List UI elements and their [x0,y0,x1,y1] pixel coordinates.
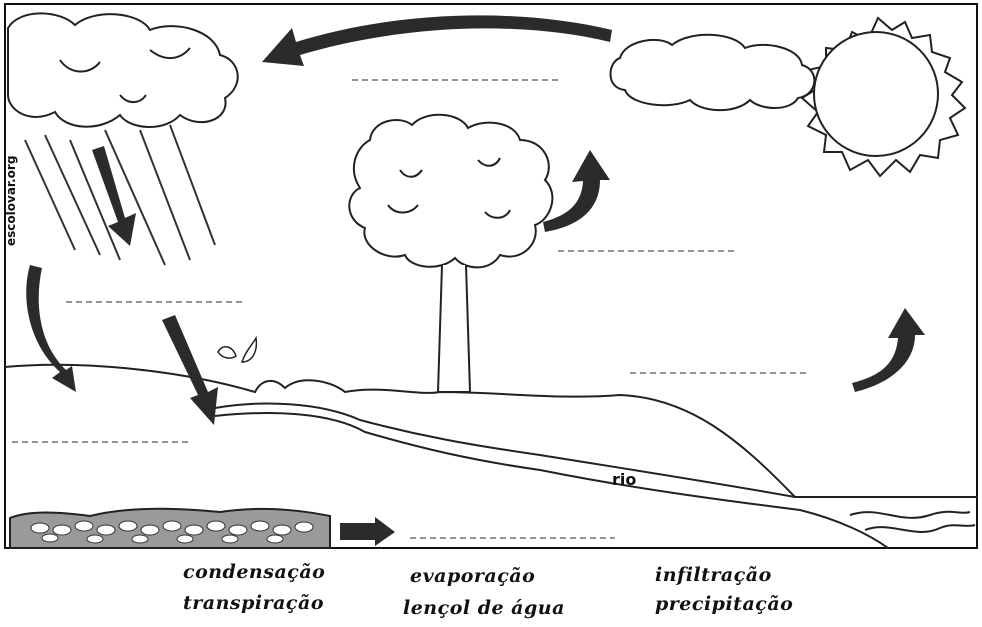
sun [800,16,967,178]
word-evaporacao: evaporação [410,565,536,587]
arrow-cloud-movement [262,15,612,66]
arrow-groundwater [340,517,395,546]
word-condensacao: condensação [183,561,326,583]
splash-drops [217,335,258,363]
rain-cloud [7,12,239,128]
arrow-transpiration [543,150,610,232]
word-lencol-de-agua: lençol de água [403,597,565,619]
arrow-evaporation [852,308,925,392]
word-infiltracao: infiltração [655,564,772,586]
arrow-runoff-left [26,265,76,392]
aquifer-layer [9,507,331,549]
arrow-infiltration [162,315,218,425]
terrain [4,363,978,549]
river-label: rio [612,470,637,489]
answer-blanks [12,79,808,539]
word-transpiracao: transpiração [183,592,324,614]
small-cloud [609,33,816,112]
tree [348,113,554,393]
arrow-rain [92,146,136,246]
arrows [26,15,925,546]
rain-lines [24,124,216,266]
diagram-frame [4,3,978,549]
credit-text: escolovar.org [4,155,18,246]
word-precipitacao: precipitação [655,593,794,615]
